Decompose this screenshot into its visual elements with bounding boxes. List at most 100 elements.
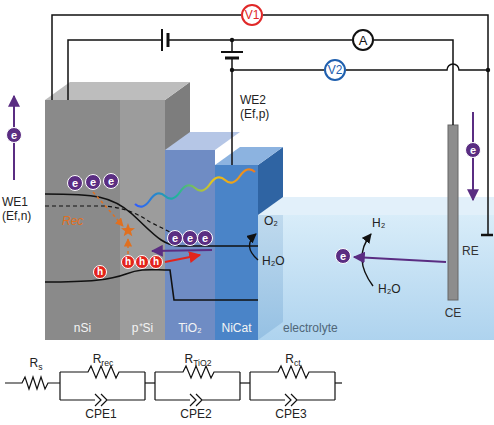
- subscript: ct: [294, 358, 301, 368]
- counter-electrode-bar: [448, 125, 458, 300]
- circuit-wire: [481, 234, 493, 237]
- silicon-block: [45, 82, 190, 100]
- electron-circle: e: [6, 127, 22, 143]
- species-label: H₂O: [262, 254, 285, 268]
- reaction-arrows: [249, 234, 258, 260]
- layer-band: NiCat: [215, 165, 258, 340]
- hole-circle: h: [135, 255, 149, 269]
- node-label: h: [97, 267, 103, 277]
- equivalent-circuit: [145, 382, 155, 383]
- ammeter-circle: A: [352, 29, 374, 51]
- node-label: e: [72, 178, 78, 189]
- node-label: e: [172, 233, 178, 244]
- band-diagram: [93, 192, 123, 226]
- layer-band: TiO₂eee: [165, 150, 215, 340]
- equivalent-circuit: [250, 394, 335, 406]
- counter-electrode-bar: [448, 125, 458, 300]
- battery-symbol: [221, 52, 243, 58]
- node-label: e: [340, 251, 346, 262]
- layer-band: p⁺Sihhh: [120, 100, 165, 340]
- electron-circle: e: [167, 230, 183, 246]
- node-label: V2: [328, 64, 343, 76]
- band-diagram: [121, 223, 135, 236]
- equivalent-circuit: [335, 382, 342, 383]
- catalyst-block: [165, 132, 240, 150]
- wire-connector: [232, 70, 324, 165]
- species-label: O₂: [264, 214, 278, 228]
- circuit-wire: [263, 15, 488, 235]
- node-label: h: [153, 257, 159, 267]
- resistor-label: Rrec: [93, 352, 114, 366]
- equivalent-circuit: [60, 394, 145, 406]
- battery-symbol: [228, 53, 236, 57]
- band-diagram: [152, 250, 212, 251]
- node-label: TiO₂: [178, 321, 202, 335]
- subscript: rec: [101, 358, 113, 368]
- catalyst-block: [165, 150, 215, 340]
- node-label: A: [359, 34, 368, 47]
- circuit-wire: [346, 64, 488, 70]
- band-diagram: [45, 270, 258, 300]
- electrolyte-tank: [258, 215, 494, 340]
- equivalent-circuit: [5, 377, 60, 389]
- wire-connector: [52, 15, 241, 100]
- node-label: e: [202, 233, 208, 244]
- battery-symbol: [225, 57, 239, 60]
- node-label: electrolyte: [283, 321, 338, 335]
- species-label: H₂O: [378, 282, 401, 296]
- node-label: e: [187, 233, 193, 244]
- resistor-label: Rct: [285, 352, 300, 366]
- wire-connector: [374, 40, 453, 125]
- node-label: h: [125, 257, 131, 267]
- node-label: NiCat: [221, 321, 251, 335]
- silicon-block: [120, 100, 165, 340]
- electrolyte-tank: [258, 197, 494, 215]
- subscript: TiO2: [193, 358, 211, 368]
- electron-circle: e: [465, 142, 481, 158]
- silicon-block: [45, 100, 120, 340]
- electron-circle: e: [103, 173, 119, 189]
- battery-symbol: [221, 51, 243, 53]
- band-diagram: [165, 255, 200, 262]
- node-label: CE: [445, 306, 462, 320]
- counter-electrode: CE: [442, 125, 464, 325]
- battery-symbol: [161, 29, 163, 51]
- cpe-label: CPE2: [180, 407, 211, 421]
- node-label: e: [108, 176, 114, 187]
- band-diagram: [45, 194, 258, 246]
- node-label: e: [11, 130, 17, 141]
- hole-circle: h: [149, 255, 163, 269]
- node-label: p⁺Si: [132, 321, 153, 335]
- node-label: h: [139, 257, 145, 267]
- band-diagram: [45, 206, 170, 232]
- light-wave: [135, 169, 255, 206]
- electron-circle: e: [182, 230, 198, 246]
- equivalent-circuit: [240, 382, 250, 383]
- equivalent-circuit: [5, 366, 342, 406]
- electron-circle: e: [335, 248, 351, 264]
- electron-circle: e: [85, 174, 101, 190]
- cpe-label: CPE3: [275, 407, 306, 421]
- voltmeter-circle: V1: [241, 4, 263, 26]
- battery-symbol: [163, 36, 167, 44]
- light-wave: [135, 169, 255, 206]
- electrode-label: WE2 (Ef,p): [240, 93, 286, 121]
- hole-circle: h: [121, 255, 135, 269]
- equivalent-circuit: [60, 366, 145, 378]
- recombination-label: Rec: [62, 214, 83, 228]
- voltmeter-circle: V2: [324, 59, 346, 81]
- band-diagram: [127, 239, 128, 254]
- resistor-label: RTiO2: [184, 352, 211, 366]
- catalyst-block: [215, 147, 283, 165]
- electrode-label: WE1 (Ef,n): [2, 195, 46, 223]
- junction-dot: [230, 68, 234, 72]
- node-label: e: [470, 145, 476, 156]
- equivalent-circuit: [155, 366, 240, 378]
- battery-symbol: [167, 33, 170, 47]
- hole-circle: h: [93, 265, 107, 279]
- band-diagram: [45, 192, 258, 300]
- reaction-arrows: [362, 234, 373, 286]
- electrolyte-bath: electrolyte e: [258, 215, 494, 340]
